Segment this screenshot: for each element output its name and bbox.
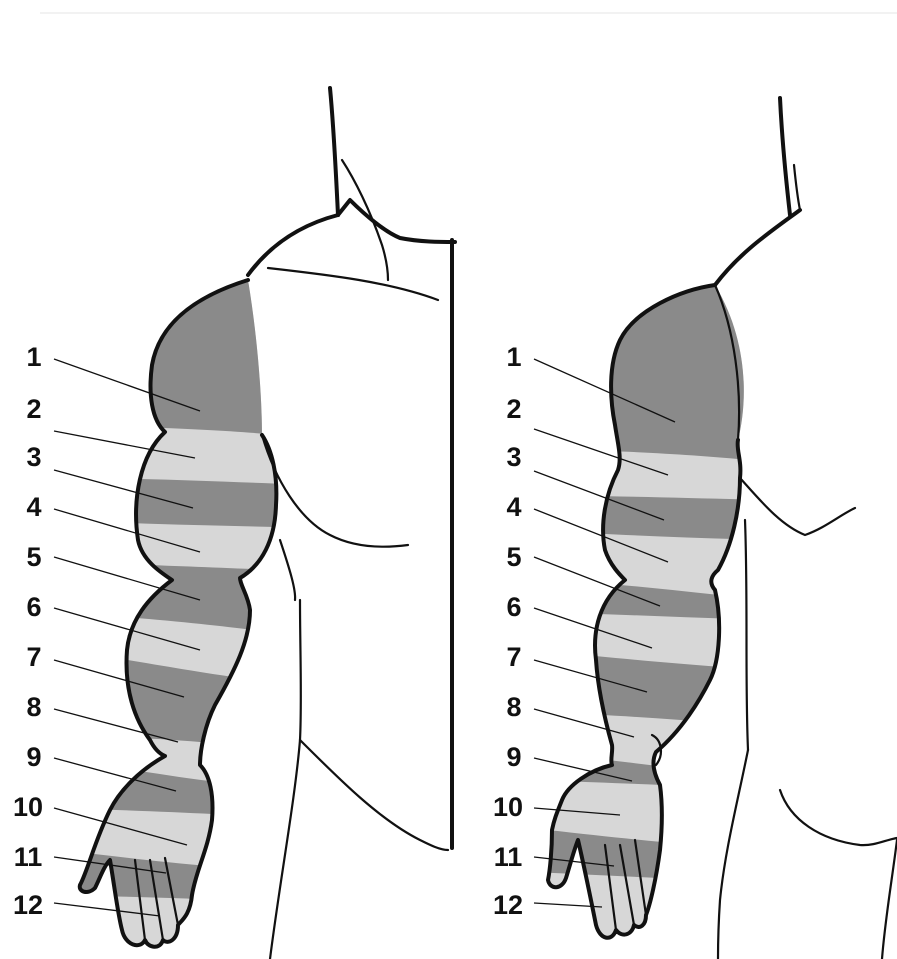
left-label-1: 1 bbox=[26, 342, 41, 372]
right-labels: 1 2 3 4 5 6 7 8 9 10 11 12 bbox=[493, 342, 523, 920]
right-label-5: 5 bbox=[506, 542, 521, 572]
right-label-12: 12 bbox=[493, 890, 523, 920]
right-arm-bands bbox=[530, 260, 770, 959]
left-arm-bands bbox=[60, 250, 320, 959]
right-label-4: 4 bbox=[506, 492, 521, 522]
left-figure bbox=[60, 88, 455, 959]
left-label-8: 8 bbox=[26, 692, 41, 722]
right-label-7: 7 bbox=[506, 642, 521, 672]
right-label-9: 9 bbox=[506, 742, 521, 772]
right-label-2: 2 bbox=[506, 394, 521, 424]
left-label-11: 11 bbox=[14, 842, 43, 872]
left-label-12: 12 bbox=[13, 890, 43, 920]
left-label-7: 7 bbox=[26, 642, 41, 672]
left-label-10: 10 bbox=[13, 792, 43, 822]
left-label-5: 5 bbox=[26, 542, 41, 572]
left-label-9: 9 bbox=[26, 742, 41, 772]
right-label-6: 6 bbox=[506, 592, 521, 622]
right-label-10: 10 bbox=[493, 792, 523, 822]
left-labels: 1 2 3 4 5 6 7 8 9 10 11 12 bbox=[13, 342, 43, 920]
left-label-4: 4 bbox=[26, 492, 41, 522]
left-label-3: 3 bbox=[26, 442, 41, 472]
left-label-2: 2 bbox=[26, 394, 41, 424]
left-label-6: 6 bbox=[26, 592, 41, 622]
right-label-1: 1 bbox=[506, 342, 521, 372]
right-label-11: 11 bbox=[494, 842, 523, 872]
right-label-8: 8 bbox=[506, 692, 521, 722]
right-label-3: 3 bbox=[506, 442, 521, 472]
